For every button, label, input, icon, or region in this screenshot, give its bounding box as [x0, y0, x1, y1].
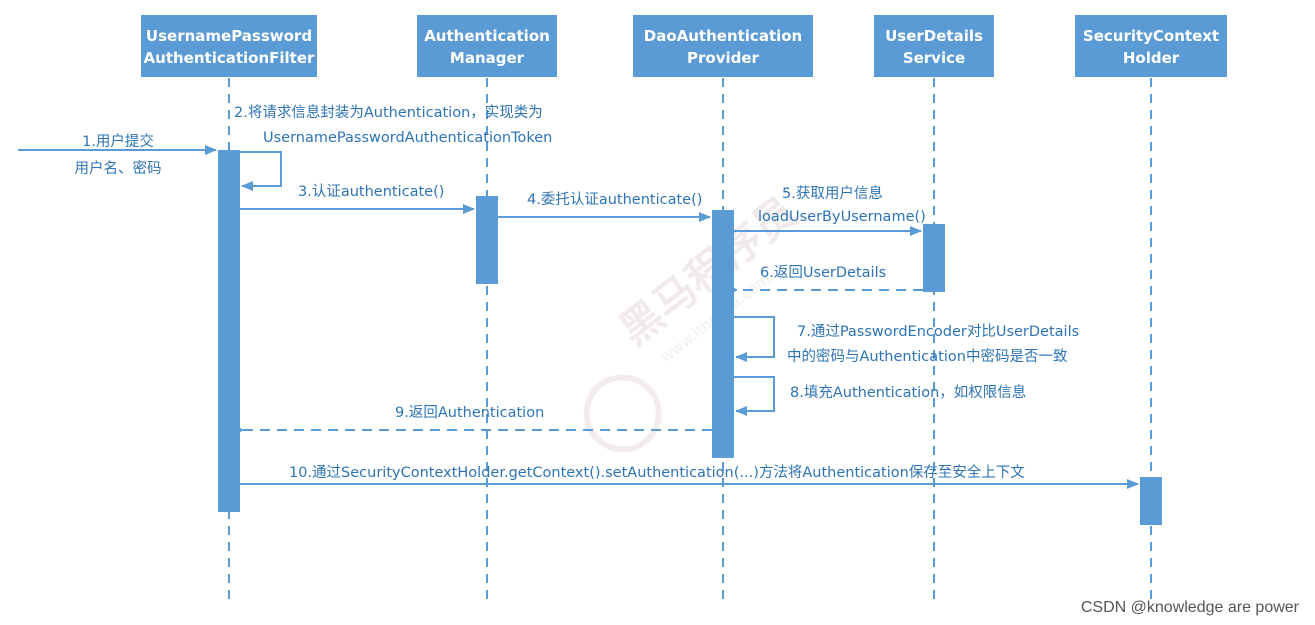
credit-text: CSDN @knowledge are power [1080, 599, 1299, 616]
participant-label-line-1: SecurityContext [1083, 27, 1219, 45]
participant-provider: DaoAuthentication Provider [633, 15, 813, 77]
activation-manager [476, 196, 498, 284]
participant-box [417, 15, 557, 77]
message-8-arrow [734, 376, 775, 416]
participant-label-line-1: DaoAuthentication [644, 27, 803, 45]
participant-box [874, 15, 994, 77]
participant-label-line-2: Holder [1123, 49, 1180, 67]
activation-bars [218, 150, 1162, 525]
participant-label-line-1: Authentication [424, 27, 550, 45]
message-8-label: 8.填充Authentication，如权限信息 [790, 384, 1026, 401]
message-5: 5.获取用户信息 loadUserByUsername() [734, 185, 926, 236]
participant-box [633, 15, 813, 77]
message-2: 2.将请求信息封装为Authentication，实现类为 UsernamePa… [234, 104, 552, 191]
activation-provider [712, 210, 734, 458]
message-7-label-line-2: 中的密码与Authentication中密码是否一致 [787, 348, 1068, 365]
participant-label-line-1: UsernamePassword [146, 27, 312, 45]
message-8: 8.填充Authentication，如权限信息 [734, 376, 1026, 416]
participant-holder: SecurityContext Holder [1075, 15, 1227, 77]
message-5-label-line-2: loadUserByUsername() [758, 209, 926, 225]
activation-uds [923, 224, 945, 292]
message-9-label: 9.返回Authentication [395, 404, 544, 421]
message-1: 1.用户提交 用户名、密码 [18, 132, 217, 177]
participant-label-line-2: Provider [687, 49, 760, 67]
watermark-logo-icon [583, 374, 662, 453]
message-1-label-line-1: 1.用户提交 [82, 132, 154, 150]
participant-manager: Authentication Manager [417, 15, 557, 77]
message-2-arrow [240, 151, 282, 191]
message-3: 3.认证authenticate() [240, 183, 475, 214]
message-2-label-line-1: 2.将请求信息封装为Authentication，实现类为 [234, 104, 543, 121]
message-7-label-line-1: 7.通过PasswordEncoder对比UserDetails [797, 323, 1079, 340]
message-1-label-line-2: 用户名、密码 [75, 160, 162, 177]
message-6-label: 6.返回UserDetails [760, 264, 886, 281]
message-7: 7.通过PasswordEncoder对比UserDetails 中的密码与Au… [734, 316, 1079, 365]
message-6: 6.返回UserDetails [736, 264, 923, 290]
message-10: 10.通过SecurityContextHolder.getContext().… [240, 463, 1139, 489]
participant-box [141, 15, 317, 77]
participant-box [1075, 15, 1227, 77]
participant-uds: UserDetails Service [874, 15, 994, 77]
activation-holder [1140, 477, 1162, 525]
message-9: 9.返回Authentication [242, 404, 712, 430]
activation-filter [218, 150, 240, 512]
message-7-arrow [734, 316, 775, 362]
message-2-label-line-2: UsernamePasswordAuthenticationToken [263, 130, 552, 146]
message-4: 4.委托认证authenticate() [498, 191, 711, 222]
participant-label-line-1: UserDetails [885, 27, 983, 45]
participant-label-line-2: Manager [450, 49, 525, 67]
participant-label-line-2: Service [903, 49, 965, 67]
participant-filter: UsernamePassword AuthenticationFilter [141, 15, 317, 77]
message-10-label: 10.通过SecurityContextHolder.getContext().… [289, 463, 1025, 481]
message-4-label: 4.委托认证authenticate() [527, 191, 702, 208]
participant-label-line-2: AuthenticationFilter [144, 49, 315, 67]
message-5-label-line-1: 5.获取用户信息 [782, 185, 883, 202]
message-3-label: 3.认证authenticate() [298, 183, 444, 200]
